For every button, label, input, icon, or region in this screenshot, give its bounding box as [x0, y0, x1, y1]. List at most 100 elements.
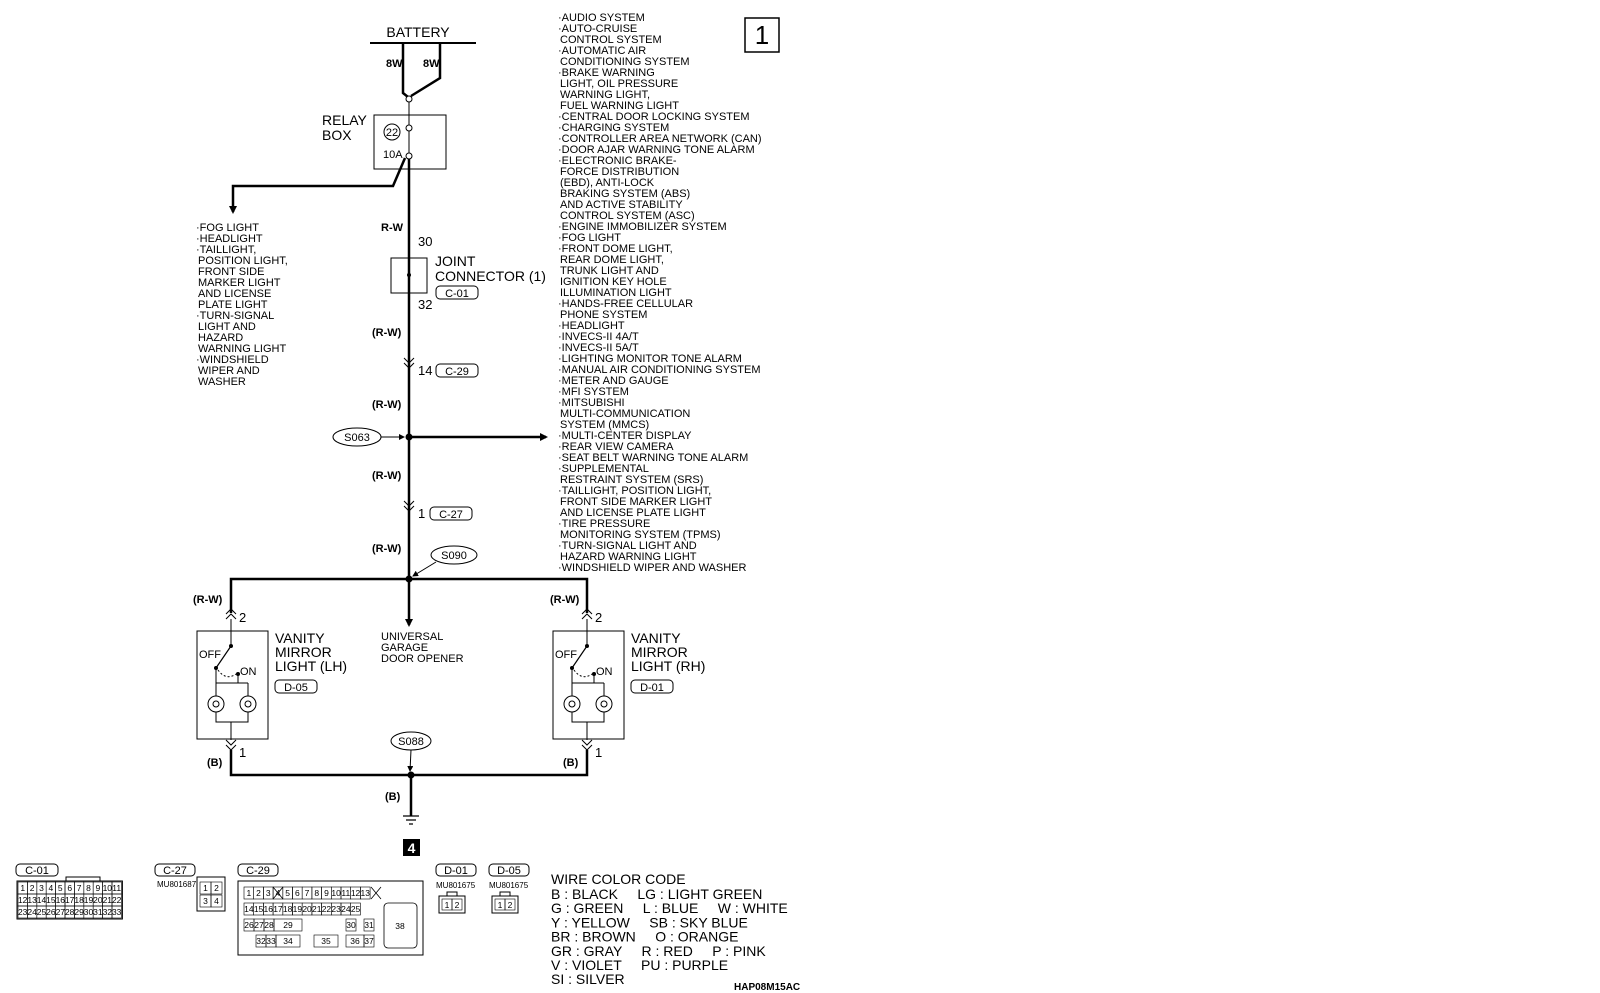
face-c29-pin: 20: [302, 904, 312, 914]
face-c29-pin: 12: [351, 888, 361, 898]
face-c29-pin: 9: [324, 888, 329, 898]
lh-bulb-2-icon: [239, 695, 257, 713]
rh-label-3: LIGHT (RH): [631, 658, 705, 674]
face-c01-pin: 22: [112, 895, 122, 905]
right-system-item: LIGHT, OIL PRESSURE: [560, 78, 678, 90]
rh-switch-arc: [573, 669, 593, 678]
fuse-terminal-top: [405, 95, 413, 103]
left-system-item: WIPER AND: [198, 365, 260, 377]
face-c01-pin: 9: [96, 883, 101, 893]
face-d05-pin: 1: [498, 900, 503, 910]
wire-color-code-line: G : GREEN L : BLUE W : WHITE: [551, 900, 788, 916]
right-system-item: HAZARD WARNING LIGHT: [560, 551, 697, 563]
right-system-item: IGNITION KEY HOLE: [560, 276, 667, 288]
face-c01-pin: 30: [84, 907, 94, 917]
face-c27-cell: [210, 881, 223, 895]
rh-wire-label-top: (R-W): [550, 594, 580, 606]
ground-number-box: [403, 839, 420, 856]
joint-pin-30: 30: [418, 234, 432, 249]
face-c27-pin: 1: [203, 883, 208, 893]
face-c29-big-cell: [383, 902, 418, 949]
face-c29-pin: 28: [264, 920, 274, 930]
joint-connector-code-box: [435, 285, 479, 300]
page-code: HAP08M15AC: [734, 982, 800, 993]
relay-box-label-1: RELAY: [322, 112, 368, 128]
lh-lamp-circuit: [215, 668, 249, 740]
right-system-item: ·WINDSHIELD WIPER AND WASHER: [558, 562, 746, 574]
wire-color-code-line: V : VIOLET PU : PURPLE: [551, 957, 728, 973]
left-system-item: PLATE LIGHT: [198, 299, 268, 311]
face-c01-latch: [65, 876, 101, 882]
face-c29-pin: 29: [283, 920, 293, 930]
lh-switch-arc: [217, 669, 237, 678]
relay-box-label-2: BOX: [322, 127, 352, 143]
page-number: 1: [755, 20, 769, 50]
face-c29-pin: 16: [264, 904, 274, 914]
rh-pin-bottom: 1: [595, 745, 602, 760]
wire-color-code-line: BR : BROWN O : ORANGE: [551, 929, 738, 945]
face-c01-pin: 32: [103, 907, 113, 917]
face-c27-body: [196, 876, 226, 912]
face-d01-pin: 1: [445, 900, 450, 910]
right-system-item: ·FOG LIGHT: [558, 232, 621, 244]
right-system-item: RESTRAINT SYSTEM (SRS): [560, 474, 703, 486]
wire-label-rw-1: R-W: [381, 222, 404, 234]
rh-code: D-01: [640, 682, 664, 694]
face-c01-code: C-01: [25, 865, 49, 877]
wire-color-code-line: SI : SILVER: [551, 971, 625, 987]
lh-bulb-2-filament: [244, 700, 252, 708]
lh-pin-top: 2: [239, 610, 246, 625]
face-d01-cell: [451, 898, 463, 911]
face-c01-pin: 8: [86, 883, 91, 893]
face-c29-pin: 34: [283, 936, 293, 946]
face-c01-pin: 1: [20, 883, 25, 893]
right-system-item: ·BRAKE WARNING: [558, 67, 655, 79]
face-c29-pin: 1: [246, 888, 251, 898]
lh-mirror-box: [196, 630, 269, 740]
rh-bulb-1-icon: [563, 695, 581, 713]
right-system-item: ·LIGHTING MONITOR TONE ALARM: [558, 353, 742, 365]
lh-code-box: [274, 679, 318, 694]
face-c29-pin: 35: [321, 936, 331, 946]
face-c01-pin: 31: [93, 907, 103, 917]
s090-splice-oval: [430, 545, 478, 565]
face-c29-pin: 17: [273, 904, 283, 914]
lh-on-label: ON: [240, 666, 257, 678]
wire-label-rw-5: (R-W): [372, 543, 402, 555]
right-system-item: CONTROL SYSTEM: [560, 34, 662, 46]
right-system-item: ·CONTROLLER AREA NETWORK (CAN): [558, 133, 762, 145]
battery-wire-left-label: 8W: [386, 58, 403, 70]
face-c29-cell: [363, 918, 375, 932]
face-c29-pin: 19: [293, 904, 303, 914]
right-system-item: ·CENTRAL DOOR LOCKING SYSTEM: [558, 111, 750, 123]
face-c01-pin: 10: [103, 883, 113, 893]
right-system-item: SYSTEM (MMCS): [560, 419, 649, 431]
fuse-number: 22: [386, 127, 398, 139]
right-system-item: ·INVECS-II 5A/T: [558, 342, 639, 354]
face-c29-pin: 37: [364, 936, 374, 946]
face-c29-cell: [273, 918, 303, 932]
right-system-item: ·INVECS-II 4A/T: [558, 331, 639, 343]
face-c29-pin: 30: [346, 920, 356, 930]
rh-label-2: MIRROR: [631, 644, 688, 660]
right-system-item: ·DOOR AJAR WARNING TONE ALARM: [558, 144, 755, 156]
face-c29-pin: 21: [312, 904, 322, 914]
face-c29-pin: 5: [285, 888, 290, 898]
face-c01-pin: 15: [46, 895, 56, 905]
rh-mirror-box: [552, 630, 625, 740]
face-c01-pin: 26: [46, 907, 56, 917]
face-d05-cell: [504, 898, 516, 911]
face-c29-cell: [313, 934, 339, 948]
face-c29-pin: 2: [256, 888, 261, 898]
face-c29-pin: 27: [254, 920, 264, 930]
left-system-item: WARNING LIGHT: [198, 343, 286, 355]
face-c01-pin: 12: [18, 895, 28, 905]
right-system-item: ·HEADLIGHT: [558, 320, 625, 332]
branch-wire-left-systems: [229, 157, 407, 214]
right-system-item: ·ENGINE IMMOBILIZER SYSTEM: [558, 221, 727, 233]
right-system-item: AND ACTIVE STABILITY: [560, 199, 683, 211]
fuse-terminal-mid: [405, 124, 413, 132]
ground-number: 4: [408, 840, 416, 856]
rh-code-box: [630, 679, 674, 694]
